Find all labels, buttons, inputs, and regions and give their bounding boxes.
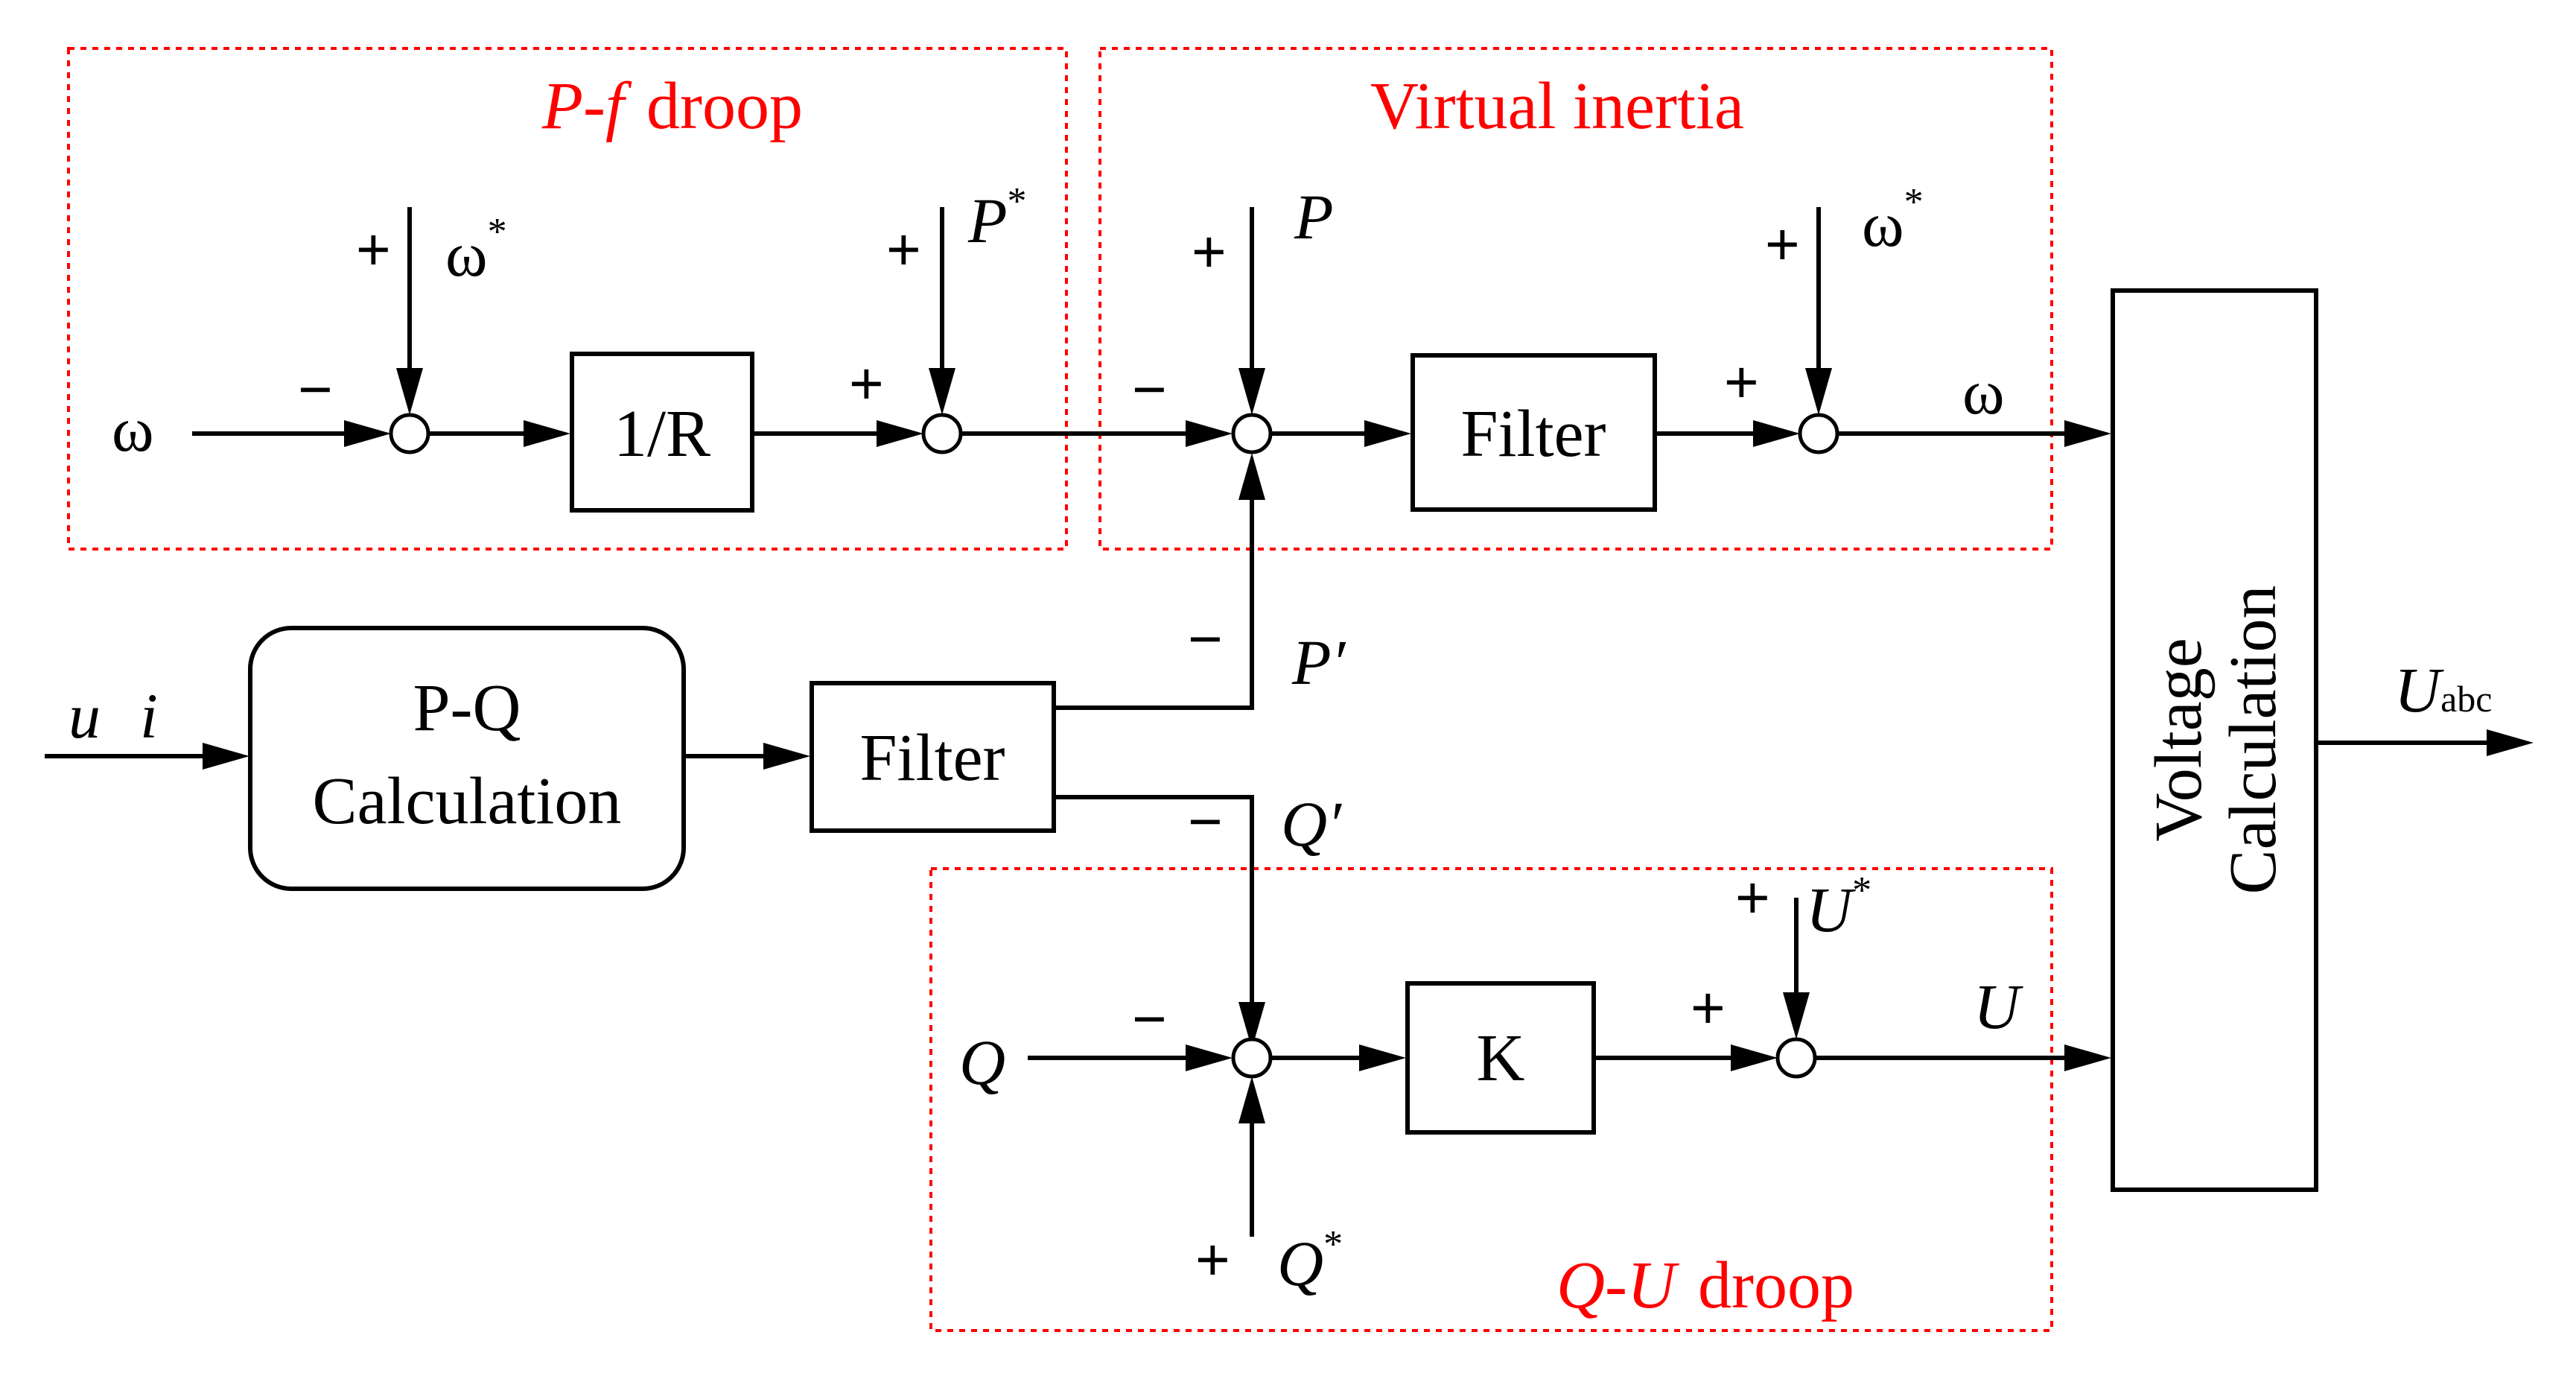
arrow-head — [1731, 1044, 1778, 1071]
voltage-calculation-text: Voltage Calculation — [2142, 586, 2290, 895]
filter-mid-block — [810, 681, 1056, 833]
pq-calculation-label-2: Calculation — [313, 764, 622, 838]
omega-ref-label-2: ω* — [1862, 181, 1924, 260]
q-input-label: Q — [959, 1027, 1005, 1098]
virtual-inertia-title: Virtual inertia — [1370, 69, 1744, 143]
sum-junction-omega — [389, 413, 430, 454]
q-prime-wire — [1054, 795, 1254, 1009]
uabc-label: Uabc — [2394, 654, 2493, 726]
p-prime-wire — [1054, 499, 1254, 710]
arrow-head — [763, 743, 810, 770]
sum-junction-p-ref — [921, 413, 963, 454]
sign-plus: + — [1691, 974, 1726, 1041]
pq-calculation-label-1: P-Q — [413, 671, 521, 745]
arrow-head — [1783, 992, 1810, 1039]
sum-junction-u — [1775, 1037, 1817, 1079]
voltage-calculation-block — [2111, 288, 2318, 1192]
arrow-head — [1238, 1076, 1265, 1123]
inverse-r-label: 1/R — [614, 397, 710, 471]
p-ref-label: P* — [967, 180, 1027, 256]
sum-junction-omega-out — [1798, 413, 1839, 454]
sign-minus: − — [1188, 606, 1223, 672]
arrow-head — [396, 368, 423, 415]
arrow-head — [2064, 420, 2111, 447]
input-i-label: i — [140, 680, 158, 752]
sign-plus: + — [1724, 349, 1759, 415]
sign-plus: + — [356, 216, 391, 282]
arrow-head — [1364, 420, 1411, 447]
sign-plus: + — [1735, 864, 1770, 930]
qu-droop-region — [929, 867, 2053, 1332]
pq-calculation-block — [248, 626, 686, 891]
arrow-head — [1238, 368, 1265, 415]
omega-output-label: ω — [1962, 356, 2005, 428]
arrow-head — [1805, 368, 1832, 415]
q-prime-label: Q′ — [1281, 788, 1342, 860]
p-prime-label: P′ — [1291, 627, 1346, 698]
inverse-r-block — [570, 352, 754, 513]
u-output-label: U — [1974, 971, 2023, 1042]
sum-junction-q — [1231, 1037, 1273, 1079]
arrow-head — [203, 743, 249, 770]
voltage-calculation-label-1: Voltage — [2142, 638, 2216, 841]
arrow-head — [1359, 1044, 1406, 1071]
u-ref-label: U* — [1806, 869, 1871, 945]
gain-k-block — [1405, 981, 1596, 1135]
filter-top-block — [1411, 353, 1657, 512]
arrow-head — [1186, 1044, 1233, 1071]
arrow-head — [877, 420, 923, 447]
sign-plus: + — [1765, 211, 1800, 277]
arrow-head — [1238, 1002, 1265, 1049]
input-u-label: u — [69, 680, 101, 752]
arrow-head — [1753, 420, 1800, 447]
sign-minus: − — [1132, 986, 1167, 1052]
sign-plus: + — [886, 216, 921, 282]
sign-plus: + — [1195, 1226, 1230, 1293]
arrow-head — [1238, 453, 1265, 500]
arrow-head — [344, 420, 391, 447]
arrow-head — [524, 420, 570, 447]
voltage-calculation-label-2: Calculation — [2216, 586, 2290, 895]
filter-mid-label: Filter — [860, 721, 1005, 795]
pf-droop-region — [67, 47, 1068, 551]
sign-plus: + — [1192, 218, 1227, 285]
filter-top-label: Filter — [1461, 397, 1606, 471]
arrow-head — [1186, 420, 1233, 447]
omega-input-label: ω — [112, 393, 154, 465]
sign-minus: − — [1132, 356, 1167, 422]
q-ref-label: Q* — [1277, 1223, 1343, 1299]
arrow-head — [2487, 729, 2534, 756]
arrow-head — [2064, 1044, 2111, 1071]
omega-ref-label-1: ω* — [445, 211, 507, 290]
sign-plus: + — [849, 350, 884, 416]
p-meas-label: P — [1294, 181, 1334, 253]
sign-minus: − — [1188, 788, 1223, 854]
sign-minus: − — [298, 356, 333, 422]
arrow-head — [929, 368, 955, 415]
gain-k-label: K — [1477, 1021, 1525, 1095]
sum-junction-inertia — [1231, 413, 1273, 454]
